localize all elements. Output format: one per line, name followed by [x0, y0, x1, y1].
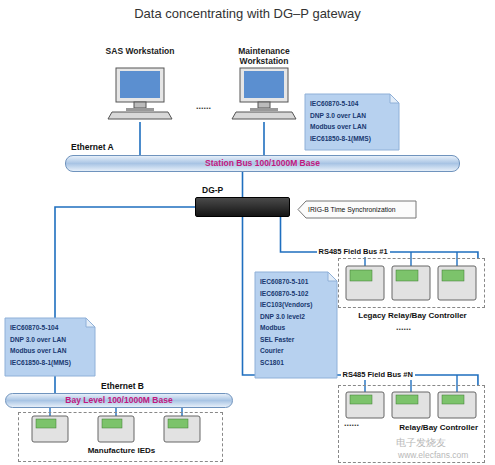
stand: [134, 102, 146, 108]
watermark: 电子发烧友: [396, 436, 446, 450]
note-body: [305, 94, 399, 150]
relay-device: [392, 266, 430, 300]
stand: [258, 102, 270, 108]
device-screen: [442, 270, 464, 281]
node-label: IEC60870-5-104: [10, 322, 90, 334]
ellipsis-mark: ......: [396, 322, 411, 332]
device-screen: [396, 395, 418, 404]
bus-connector: [263, 122, 265, 155]
network-bus: Ethernet AStation Bus 100/1000M Base: [65, 155, 460, 172]
node-label: SEL Faster: [260, 334, 332, 346]
ied-device: [32, 416, 68, 442]
ied-device: [164, 416, 200, 442]
relay-device: [346, 266, 384, 300]
device-group: Manufacture IEDs: [18, 412, 223, 462]
node-label: DG-P: [202, 185, 223, 195]
node-label: DNP 3.0 over LAN: [10, 334, 90, 346]
workstation: Maintenance Workstation: [226, 46, 302, 122]
node-label: Station Bus 100/1000M Base: [66, 156, 459, 171]
screen: [120, 71, 160, 98]
computer-icon: [232, 68, 296, 119]
callout-arrow: IRIG-B Time Synchronization: [298, 201, 416, 218]
workstation: SAS Workstation: [104, 46, 176, 122]
bus-label: RS485 Field Bus #1: [317, 246, 390, 257]
node-label: IRIG-B Time Synchronization: [298, 201, 416, 218]
callout-body: [298, 201, 416, 218]
device-group: Legacy Relay/Bay Controller: [338, 258, 485, 308]
computer-icon: [108, 68, 172, 119]
node-label: Manufacture IEDs: [19, 446, 224, 455]
node-label: DNP 3.0 over LAN: [310, 110, 394, 122]
gateway-device: DG-P: [195, 197, 290, 217]
protocol-note: IEC60870-5-101IEC60870-5-102IEC103(Vendo…: [255, 272, 337, 378]
ied-device: [98, 416, 134, 442]
node-label: IEC61850-8-1(MMS): [310, 133, 394, 145]
node-label: Ethernet B: [101, 381, 144, 391]
screen: [244, 71, 284, 98]
bus-connector: [139, 122, 141, 155]
node-label: SC1801: [260, 357, 332, 369]
base: [250, 108, 278, 111]
node-label: Modbus: [260, 322, 332, 334]
node-label: IEC60870-5-101: [260, 276, 332, 288]
network-bus: Ethernet BBay Level 100/1000M Base: [5, 393, 233, 408]
relay-device: [438, 266, 476, 300]
bus-label: RS485 Field Bus #N: [341, 369, 415, 380]
protocol-note: IEC60870-5-104DNP 3.0 over LANModbus ove…: [5, 318, 95, 376]
device-screen: [168, 419, 188, 428]
node-label: Relay/Bay Controller: [399, 423, 478, 432]
node-label: Modbus over LAN: [10, 345, 90, 357]
relay-devices: [32, 266, 476, 442]
device-screen: [442, 395, 464, 404]
relay-device: [392, 392, 430, 418]
note-body: [5, 318, 95, 376]
bus-connector: [281, 217, 478, 258]
node-label: Courier: [260, 345, 332, 357]
node-label: Modbus over LAN: [310, 121, 394, 133]
bus-connector: [242, 172, 244, 197]
device-screen: [350, 395, 372, 404]
node-label: Legacy Relay/Bay Controller: [339, 311, 486, 320]
node-label: IEC60870-5-102: [260, 288, 332, 300]
keyboard: [232, 112, 296, 119]
relay-device: [438, 392, 476, 418]
device-screen: [102, 419, 122, 428]
drop-wire: [456, 252, 457, 266]
node-label: IEC60870-5-104: [310, 98, 394, 110]
protocol-note: IEC60870-5-104DNP 3.0 over LANModbus ove…: [305, 94, 399, 150]
watermark: www.elecfans.com: [398, 450, 468, 460]
device-screen: [396, 270, 418, 281]
note-body: [255, 272, 337, 378]
device-screen: [36, 419, 56, 428]
relay-device: [346, 392, 384, 418]
note-fold: [390, 94, 399, 103]
diagram-title: Data concentrating with DG–P gateway: [0, 6, 495, 21]
bus-connector: [243, 217, 478, 385]
monitor: [240, 68, 288, 102]
ellipsis-mark: ......: [196, 101, 211, 111]
node-label: Ethernet A: [71, 142, 114, 152]
node-label: SAS Workstation: [104, 46, 176, 56]
node-label: Maintenance Workstation: [226, 46, 302, 66]
monitor: [116, 68, 164, 102]
note-fold: [86, 318, 95, 327]
note-fold: [328, 272, 337, 281]
device-screen: [350, 270, 372, 281]
ellipsis-mark: ......: [344, 418, 359, 428]
keyboard: [108, 112, 172, 119]
node-label: IEC61850-8-1(MMS): [10, 357, 90, 369]
node-label: IEC103(Vendors): [260, 299, 332, 311]
drop-wire: [410, 252, 411, 266]
node-label: Bay Level 100/1000M Base: [6, 394, 232, 407]
drop-wires: [50, 252, 457, 416]
base: [126, 108, 154, 111]
node-label: DNP 3.0 level2: [260, 311, 332, 323]
drop-wire: [456, 375, 457, 392]
